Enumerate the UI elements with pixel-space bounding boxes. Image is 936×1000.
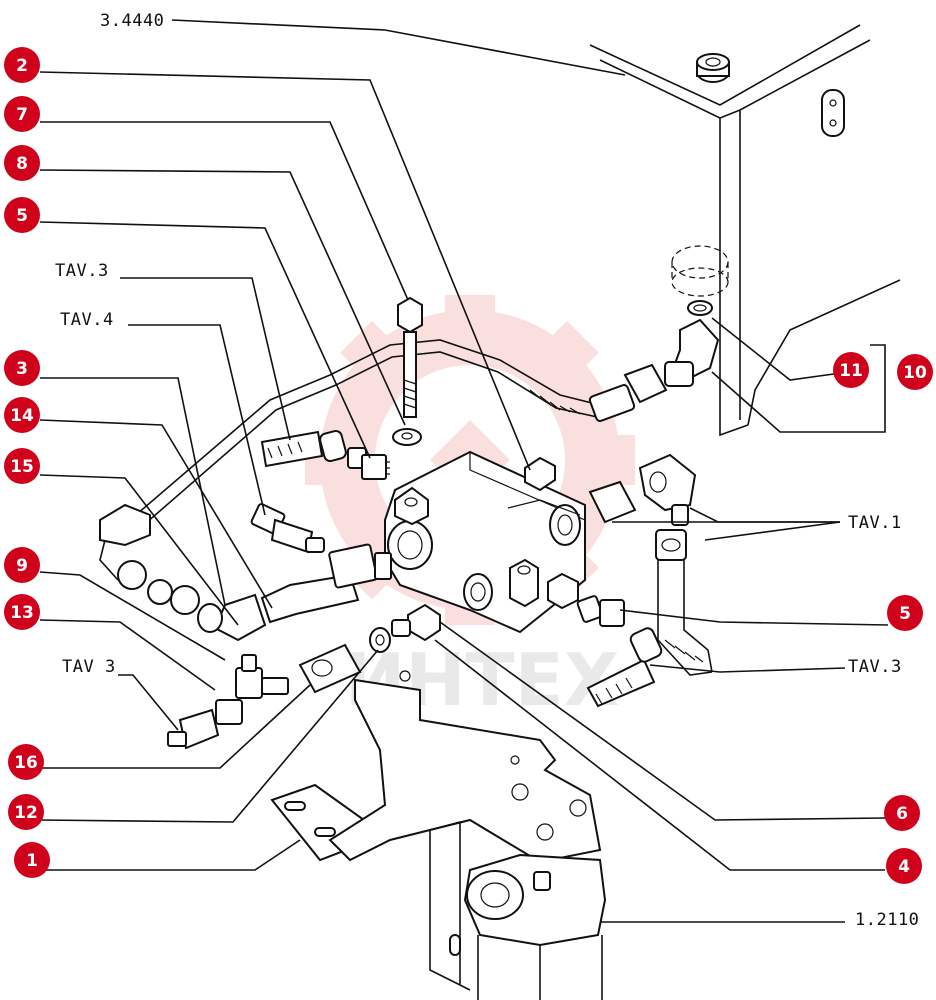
filter-housing — [463, 853, 607, 1000]
callout-6[interactable]: 6 — [884, 795, 920, 831]
bolt-part — [392, 296, 423, 446]
svg-text:8: 8 — [16, 154, 28, 174]
svg-text:10: 10 — [903, 363, 927, 383]
callout-11[interactable]: 11 — [833, 352, 869, 388]
ref-3-4440: 3.4440 — [100, 11, 164, 31]
ref-tav3-upper: TAV.3 — [55, 261, 109, 281]
callout-10[interactable]: 10 — [897, 354, 933, 390]
svg-text:12: 12 — [14, 803, 38, 823]
ref-tav3-left: TAV 3 — [62, 657, 116, 677]
callout-13[interactable]: 13 — [4, 594, 40, 630]
adapter-fitting-lower — [576, 595, 625, 627]
svg-text:1: 1 — [26, 851, 38, 871]
hose-top — [129, 339, 636, 531]
fitting-small-parts — [298, 603, 441, 694]
svg-text:13: 13 — [10, 603, 34, 623]
svg-text:3: 3 — [16, 359, 28, 379]
callout-14[interactable]: 14 — [4, 397, 40, 433]
ref-tav1: TAV.1 — [848, 513, 902, 533]
svg-text:14: 14 — [10, 406, 34, 426]
hose-right — [655, 529, 713, 676]
pressure-switch-assembly — [99, 503, 392, 642]
sensor-part — [250, 503, 325, 554]
callout-3[interactable]: 3 — [4, 350, 40, 386]
tee-fitting — [167, 654, 289, 750]
svg-text:7: 7 — [16, 105, 28, 125]
tube-tav3-lower — [586, 627, 663, 708]
svg-text:2: 2 — [16, 56, 28, 76]
callout-2[interactable]: 2 — [4, 47, 40, 83]
svg-text:5: 5 — [16, 206, 28, 226]
bracket-plate — [270, 670, 602, 991]
tank-frame — [589, 24, 901, 437]
ref-tav4: TAV.4 — [60, 310, 114, 330]
leader-lines — [39, 19, 889, 923]
valve-block — [384, 450, 586, 634]
svg-text:4: 4 — [898, 857, 910, 877]
callout-16[interactable]: 16 — [8, 744, 44, 780]
callout-12[interactable]: 12 — [8, 794, 44, 830]
plug-fitting — [524, 456, 556, 492]
svg-text:5: 5 — [899, 604, 911, 624]
ref-tav3-right: TAV.3 — [848, 657, 902, 677]
tank-elbow-fitting — [623, 300, 720, 404]
svg-text:6: 6 — [896, 804, 908, 824]
callout-9[interactable]: 9 — [4, 547, 40, 583]
callout-8[interactable]: 8 — [4, 145, 40, 181]
callout-4[interactable]: 4 — [886, 848, 922, 884]
ref-1-2110: 1.2110 — [855, 910, 919, 930]
callout-5-upper[interactable]: 5 — [4, 197, 40, 233]
svg-text:15: 15 — [10, 457, 34, 477]
adapter-fitting-upper — [319, 429, 390, 480]
tube-tav3-upper — [260, 430, 324, 468]
callout-7[interactable]: 7 — [4, 96, 40, 132]
svg-text:9: 9 — [16, 556, 28, 576]
svg-text:16: 16 — [14, 753, 38, 773]
callout-15[interactable]: 15 — [4, 448, 40, 484]
elbow-fitting-tav1 — [588, 453, 697, 526]
callout-1[interactable]: 1 — [14, 842, 50, 878]
svg-text:11: 11 — [839, 361, 863, 381]
callout-5-lower[interactable]: 5 — [887, 595, 923, 631]
